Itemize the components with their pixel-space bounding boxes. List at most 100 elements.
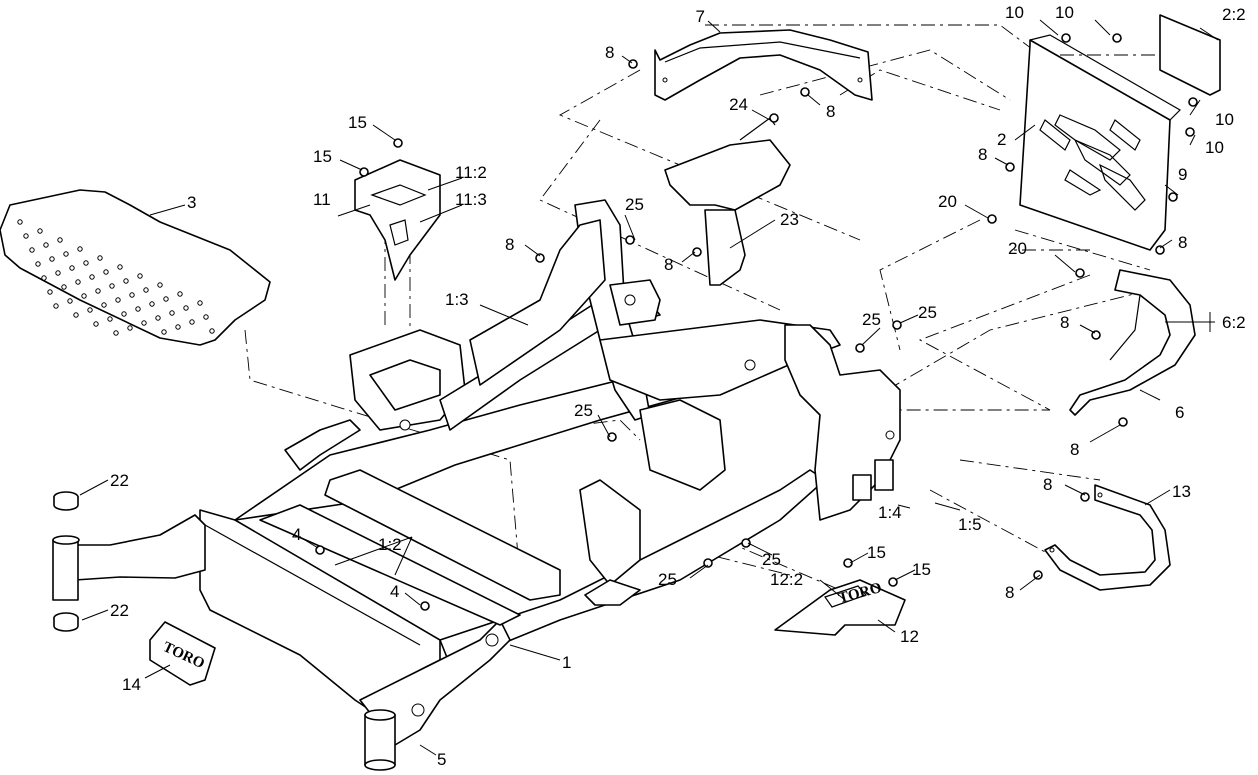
fastener (625, 235, 635, 245)
perforation-hole (177, 291, 183, 297)
part-7-curved-bracket (654, 29, 873, 101)
perforation-hole (157, 282, 163, 288)
part-14-logo-badge: TORO (149, 621, 216, 686)
perforation-hole (127, 325, 133, 331)
callout-8: 8 (826, 102, 835, 121)
perforation-hole (49, 256, 55, 262)
callout-2: 2 (997, 130, 1006, 149)
perforation-hole (169, 310, 175, 316)
callout-20: 20 (1008, 239, 1027, 258)
fastener (843, 558, 853, 568)
perforation-hole (37, 228, 43, 234)
perforation-hole (161, 329, 167, 335)
fastener (769, 113, 779, 123)
callout-10: 10 (1215, 110, 1234, 129)
callout-14: 14 (122, 675, 141, 694)
perforation-hole (17, 219, 23, 225)
fastener (1075, 268, 1085, 278)
perforation-hole (149, 301, 155, 307)
fastener (607, 432, 617, 442)
perforation-hole (129, 292, 135, 298)
perforation-hole (83, 260, 89, 266)
perforation-hole (97, 255, 103, 261)
callout-22: 22 (110, 601, 129, 620)
perforation-hole (87, 307, 93, 313)
fastener (692, 247, 702, 257)
callout-6: 6 (1175, 403, 1184, 422)
perforation-hole (121, 311, 127, 317)
callout-1-5: 1:5 (958, 515, 982, 534)
fastener (741, 538, 751, 548)
perforation-hole (63, 251, 69, 257)
perforation-hole (61, 284, 67, 290)
part-3-perforated-plate (0, 189, 271, 346)
perforation-hole (115, 297, 121, 303)
callout-15: 15 (348, 113, 367, 132)
callout-3: 3 (187, 193, 196, 212)
callout-5: 5 (437, 750, 446, 769)
callout-11: 11 (313, 190, 331, 209)
callout-8: 8 (1060, 313, 1069, 332)
perforation-hole (35, 261, 41, 267)
perforation-hole (81, 293, 87, 299)
callout-7: 7 (696, 7, 705, 26)
fastener (1118, 417, 1128, 427)
perforation-hole (29, 247, 35, 253)
callout-24: 24 (729, 95, 748, 114)
callout-22: 22 (110, 471, 129, 490)
perforation-hole (93, 321, 99, 327)
callout-25: 25 (625, 195, 644, 214)
fastener (1168, 192, 1178, 202)
callout-15: 15 (867, 543, 886, 562)
part-1-main-frame (52, 199, 901, 771)
perforation-hole (209, 328, 215, 334)
callout-10: 10 (1005, 3, 1024, 22)
perforation-hole (57, 237, 63, 243)
callout-10: 10 (1205, 138, 1224, 157)
perforation-hole (89, 274, 95, 280)
perforation-hole (203, 314, 209, 320)
plate-perforations (17, 219, 215, 336)
perforation-hole (67, 298, 73, 304)
callout-8: 8 (505, 235, 514, 254)
fastener (535, 253, 545, 263)
callout-23: 23 (780, 210, 799, 229)
callout-6-2: 6:2 (1222, 313, 1246, 332)
callout-8: 8 (1043, 475, 1052, 494)
fastener (1061, 33, 1071, 43)
perforation-hole (137, 273, 143, 279)
perforation-hole (197, 300, 203, 306)
perforation-hole (141, 320, 147, 326)
callout-25: 25 (762, 550, 781, 569)
perforation-hole (43, 242, 49, 248)
callout-1-3: 1:3 (445, 290, 469, 309)
part-2-2-decal (1159, 14, 1221, 96)
fastener (420, 601, 430, 611)
callout-13: 13 (1172, 482, 1191, 501)
fastener (1112, 33, 1122, 43)
callout-8: 8 (664, 255, 673, 274)
perforation-hole (103, 269, 109, 275)
perforation-hole (41, 275, 47, 281)
part-23-support-bracket (664, 117, 791, 286)
part-13-loop-bracket (1044, 484, 1171, 591)
perforation-hole (135, 306, 141, 312)
fasteners (315, 33, 1198, 611)
perforation-hole (109, 283, 115, 289)
callout-1-2: 1:2 (378, 535, 402, 554)
callout-25: 25 (574, 401, 593, 420)
callout-8: 8 (1005, 583, 1014, 602)
callout-15: 15 (313, 147, 332, 166)
leader-lines (79, 19, 1219, 756)
fastener (703, 558, 713, 568)
perforation-hole (75, 279, 81, 285)
callout-25: 25 (918, 303, 937, 322)
fastener (1155, 245, 1165, 255)
fastener (892, 320, 902, 330)
perforation-hole (143, 287, 149, 293)
callout-11-3: 11:3 (455, 190, 487, 209)
callout-12-2: 12:2 (770, 570, 803, 589)
part-2-rear-plate (1019, 34, 1181, 251)
fastener (1188, 97, 1198, 107)
callout-1-4: 1:4 (878, 503, 902, 522)
